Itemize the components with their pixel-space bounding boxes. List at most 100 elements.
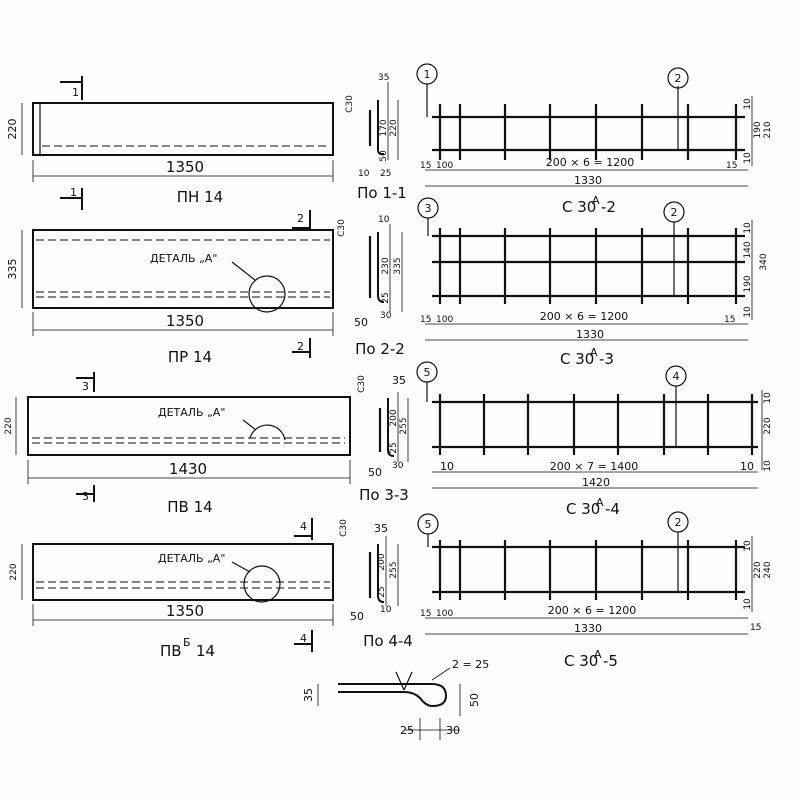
mesh-height: 10: [743, 598, 753, 610]
mesh-height: 240: [763, 561, 773, 578]
section-dim: 10: [378, 215, 390, 225]
section-dim: 25: [389, 442, 399, 453]
mesh-dim: 15: [750, 623, 761, 633]
panel-height-label: 220: [4, 417, 14, 434]
mesh-name: С 30: [564, 652, 598, 670]
section-dim: 30: [380, 311, 392, 321]
detail-dim: 35: [302, 688, 315, 702]
mesh-name: С 30: [562, 198, 596, 216]
detail-label: ДЕТАЛЬ „А": [158, 406, 225, 419]
section-mesh-ref: С30: [337, 219, 347, 237]
detail-dim: 25: [400, 724, 414, 737]
mesh-c30a-3: 3 2 15 100 200 × 6 = 1200 15 1330 10 140…: [417, 197, 769, 368]
detail-circle: [248, 275, 286, 313]
mesh-height: 10: [743, 540, 753, 552]
section-dim: 10: [380, 605, 392, 615]
section-dim: 255: [399, 417, 409, 434]
mesh-c30a-5: 5 2 15 100 200 × 6 = 1200 15 1330 10 220…: [417, 511, 773, 670]
section-dim: 170: [379, 119, 389, 136]
panel-name: ПВ 14: [167, 498, 212, 516]
mesh-c30a-4: 5 4 10 200 × 7 = 1400 10 1420 10 220 10 …: [416, 361, 773, 518]
panel-height-label: 220: [6, 119, 19, 140]
mesh-dim: 100: [436, 315, 453, 325]
panel-height-label: 220: [9, 563, 19, 580]
mesh-name: С 30: [560, 350, 594, 368]
section-dim: 50: [368, 466, 382, 479]
mesh-name-suffix: -2: [601, 198, 616, 216]
panel-length-label: 1350: [166, 158, 204, 176]
mesh-dim: 15: [726, 161, 737, 171]
section-mark-bottom: 3: [82, 490, 89, 503]
section-mark-bottom: 1: [70, 186, 77, 199]
detail-radius: 2 = 25: [452, 658, 489, 671]
section-dim: 50: [354, 316, 368, 329]
mesh-height: 220: [763, 417, 773, 434]
section-dim: 335: [393, 257, 403, 274]
mesh-dim: 100: [436, 161, 453, 171]
mark-circle: [667, 67, 689, 89]
mesh-spacing: 200 × 7 = 1400: [550, 460, 638, 473]
section-mark-top: 2: [297, 212, 304, 225]
section-dim: 30: [392, 461, 404, 471]
mesh-height: 140: [743, 241, 753, 258]
mesh-name-sup: А: [594, 648, 602, 661]
section-dim: 25: [377, 586, 387, 597]
detail-label: ДЕТАЛЬ „А": [150, 252, 217, 265]
mesh-height: 10: [743, 306, 753, 318]
panel-name: ПН 14: [177, 188, 223, 206]
section-mesh-ref: С30: [339, 519, 349, 537]
panel-length-label: 1350: [166, 602, 204, 620]
mark-number: 3: [425, 202, 432, 215]
mesh-name-suffix: -3: [599, 350, 614, 368]
mark-number: 2: [671, 206, 678, 219]
detail-dim: 50: [468, 693, 481, 707]
mark-number: 4: [673, 370, 680, 383]
mesh-spacing: 200 × 6 = 1200: [546, 156, 634, 169]
section-dim: 50: [379, 150, 389, 162]
panel-name: ПР 14: [168, 348, 212, 366]
mesh-dim: 15: [420, 609, 431, 619]
mesh-spacing: 200 × 6 = 1200: [548, 604, 636, 617]
mesh-height: 10: [763, 392, 773, 404]
section-mark-top: 4: [300, 520, 307, 533]
mark-number: 1: [424, 68, 431, 81]
section-label: По 2-2: [355, 340, 405, 358]
section-dim: 10: [358, 169, 370, 179]
mark-number: 5: [424, 366, 431, 379]
mesh-dim: 15: [420, 315, 431, 325]
mesh-c30a-2: 1 2 15 100 200 × 6 = 1200 15 1330 10 190…: [416, 63, 773, 216]
mark-number: 2: [675, 72, 682, 85]
panel-outline: [27, 396, 351, 456]
mesh-total: 1330: [574, 174, 602, 187]
section-3-3: 35 200 255 25 50 30 С30 По 3-3: [357, 374, 409, 504]
mesh-height: 10: [743, 222, 753, 234]
section-mesh-ref: С30: [345, 95, 355, 113]
section-dim: 255: [389, 561, 399, 578]
panel-pvb14: ДЕТАЛЬ „А" 220 1350 ПВ Б 14 4 4: [9, 518, 334, 660]
mesh-height: 190: [743, 275, 753, 292]
mesh-height: 210: [763, 121, 773, 138]
mesh-total: 1420: [582, 476, 610, 489]
section-dim: 25: [381, 292, 391, 303]
detail-label: ДЕТАЛЬ „А": [158, 552, 225, 565]
mesh-height: 190: [753, 121, 763, 138]
detail-circle: [243, 565, 281, 603]
mesh-total: 1330: [576, 328, 604, 341]
mark-circle: [667, 511, 689, 533]
mesh-spacing: 200 × 6 = 1200: [540, 310, 628, 323]
mesh-height: 340: [759, 253, 769, 270]
panel-pv14: ДЕТАЛЬ „А" 220 1430 ПВ 14 3 3: [4, 372, 351, 516]
section-mark-top: 1: [72, 86, 79, 99]
mesh-total: 1330: [574, 622, 602, 635]
panel-name-sup: Б: [183, 636, 191, 649]
section-dim: 200: [377, 553, 387, 570]
section-dim: 50: [350, 610, 364, 623]
mark-number: 2: [675, 516, 682, 529]
mesh-dim: 15: [420, 161, 431, 171]
mesh-name-sup: А: [590, 346, 598, 359]
panel-outline: [32, 229, 334, 309]
detail-a: 35 50 2 = 25 25 30: [302, 658, 489, 740]
section-mesh-ref: С30: [357, 375, 367, 393]
mesh-name-suffix: -5: [603, 652, 618, 670]
